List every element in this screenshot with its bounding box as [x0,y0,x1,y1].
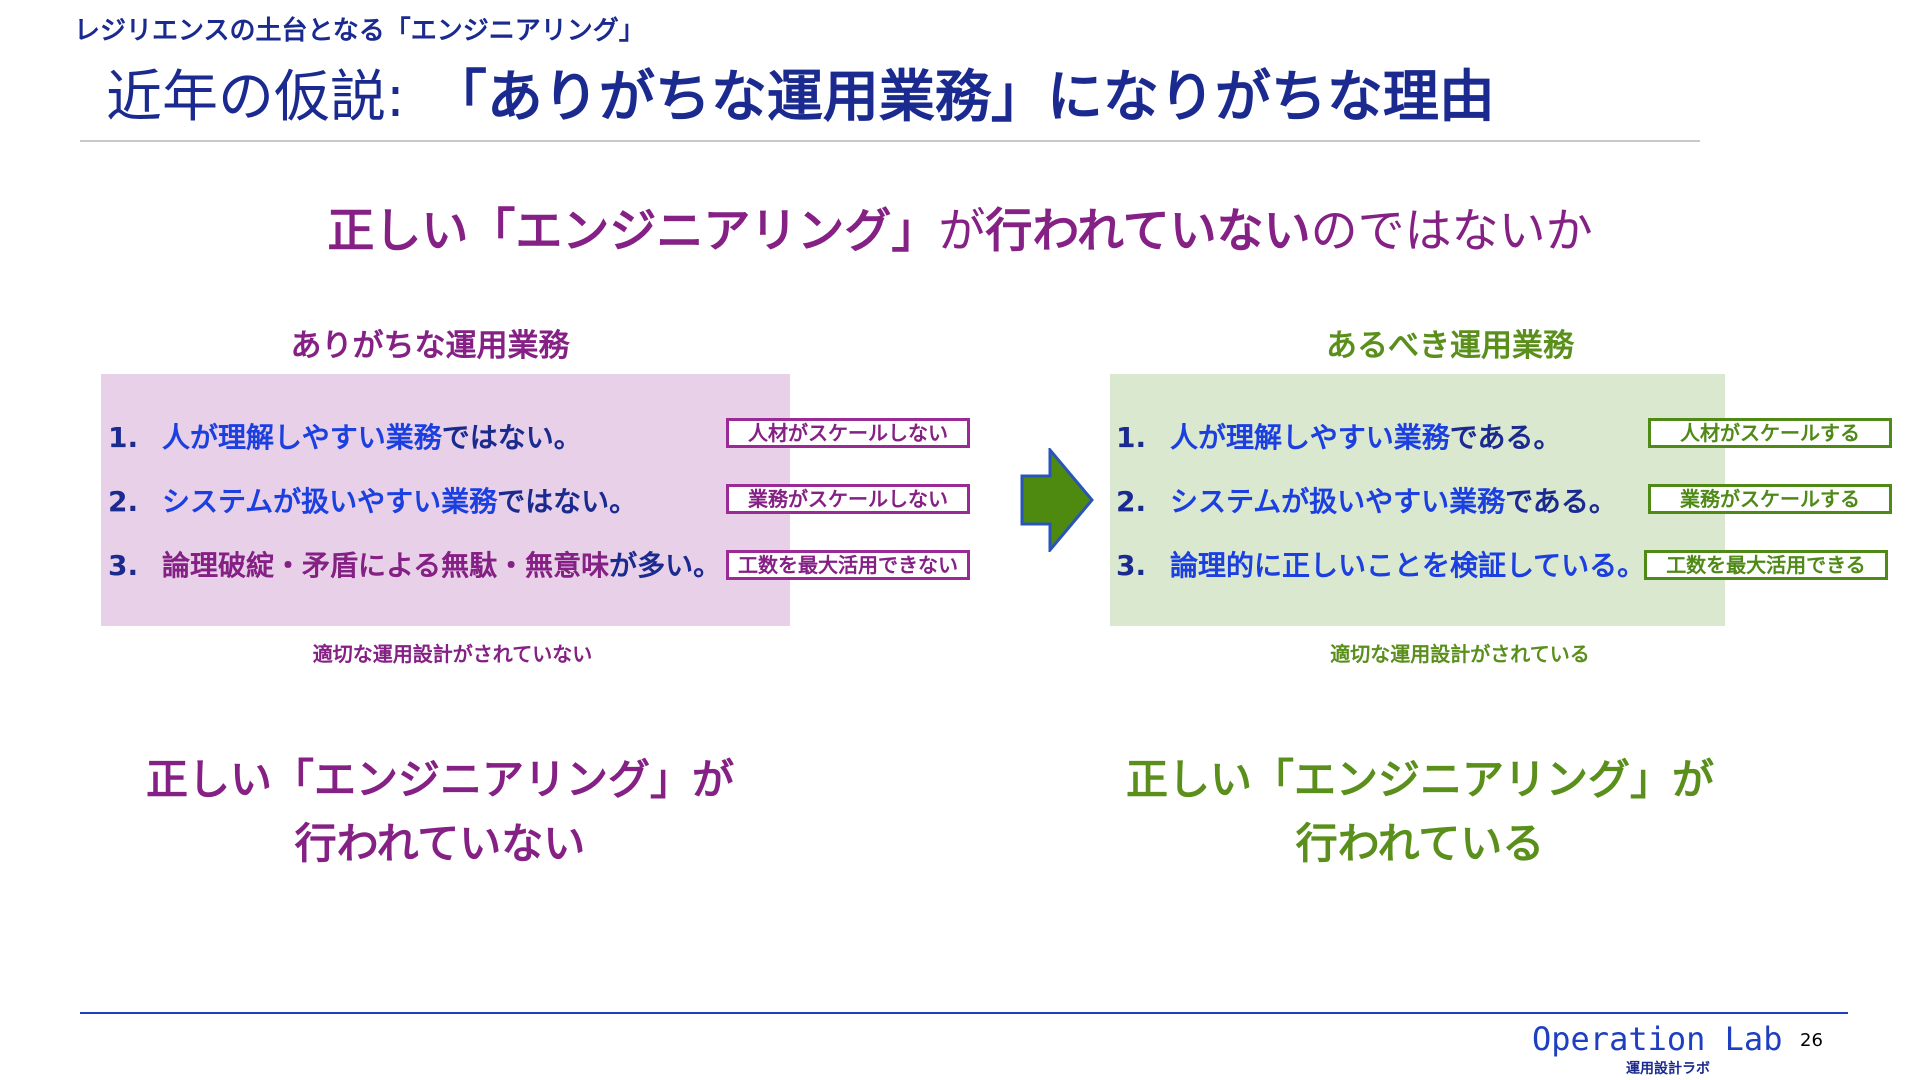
left-panel-box [101,374,790,626]
left-item-2-suffix: ではない。 [497,485,638,518]
left-item-1-suffix: ではない。 [441,421,582,454]
brand-logo-text: Operation Lab [1532,1020,1783,1058]
right-tag-1: 人材がスケールする [1648,418,1892,448]
right-panel-heading: あるべき運用業務 [1326,328,1574,364]
right-item-2-suffix: である。 [1505,485,1617,518]
right-item-1: 1. 人が理解しやすい業務である。 [1116,418,1561,458]
slide-title-emphasis: 「ありがちな運用業務」になりがちな理由 [430,65,1495,130]
right-tag-3: 工数を最大活用できる [1644,550,1888,580]
hypothesis-part-3: 行われていない [985,204,1311,259]
left-conclusion: 正しい「エンジニアリング」が 行われていない [110,748,770,876]
left-item-3-main: 論理破綻・矛盾による無駄・無意味 [162,549,610,582]
right-tag-2: 業務がスケールする [1648,484,1892,514]
slide-title-prefix: 近年の仮説: [106,65,405,130]
right-item-2-number: 2. [1116,485,1147,518]
right-item-3-main: 論理的に正しいことを検証している。 [1170,549,1646,582]
right-conclusion-line-1: 正しい「エンジニアリング」が [1125,755,1714,804]
left-conclusion-line-1: 正しい「エンジニアリング」が [145,755,734,804]
right-caption: 適切な運用設計がされている [1330,642,1590,666]
right-item-3: 3. 論理的に正しいことを検証している。 [1116,546,1645,586]
right-item-1-suffix: である。 [1449,421,1562,454]
brand-subtitle: 運用設計ラボ [1626,1061,1710,1077]
right-item-2-main: システムが扱いやすい業務 [1170,485,1506,518]
hypothesis-part-1: 正しい「エンジニアリング」 [327,204,939,259]
right-panel-box [1110,374,1725,626]
right-item-3-number: 3. [1116,549,1147,582]
left-item-3-suffix: が多い。 [609,549,722,582]
left-item-1-number: 1. [108,421,139,454]
title-divider [80,140,1700,142]
hypothesis-part-2: が [938,204,986,259]
left-tag-3: 工数を最大活用できない [726,550,970,580]
left-item-2-main: システムが扱いやすい業務 [162,485,498,518]
page-number: 26 [1800,1030,1823,1051]
left-item-3: 3. 論理破綻・矛盾による無駄・無意味が多い。 [108,546,721,586]
hypothesis-part-4: のではないか [1310,204,1593,259]
left-conclusion-line-2: 行われていない [294,819,586,868]
right-item-1-main: 人が理解しやすい業務 [1170,421,1450,454]
hypothesis-statement: 正しい「エンジニアリング」が行われていないのではないか [0,202,1920,262]
left-tag-2: 業務がスケールしない [726,484,970,514]
slide-title: 近年の仮説: 「ありがちな運用業務」になりがちな理由 [106,58,1495,138]
right-conclusion: 正しい「エンジニアリング」が 行われている [1120,748,1720,876]
left-item-2: 2. システムが扱いやすい業務ではない。 [108,482,637,522]
left-caption: 適切な運用設計がされていない [312,642,593,666]
footer-divider [80,1012,1848,1014]
right-item-2: 2. システムが扱いやすい業務である。 [1116,482,1617,522]
left-item-1-main: 人が理解しやすい業務 [162,421,442,454]
right-conclusion-line-2: 行われている [1295,819,1545,868]
right-item-1-number: 1. [1116,421,1147,454]
section-label: レジリエンスの土台となる「エンジニアリング」 [74,16,645,46]
left-item-3-number: 3. [108,549,139,582]
left-item-1: 1. 人が理解しやすい業務ではない。 [108,418,582,458]
right-arrow-icon [1020,448,1094,552]
left-tag-1: 人材がスケールしない [726,418,970,448]
left-panel-heading: ありがちな運用業務 [290,328,570,364]
left-item-2-number: 2. [108,485,139,518]
